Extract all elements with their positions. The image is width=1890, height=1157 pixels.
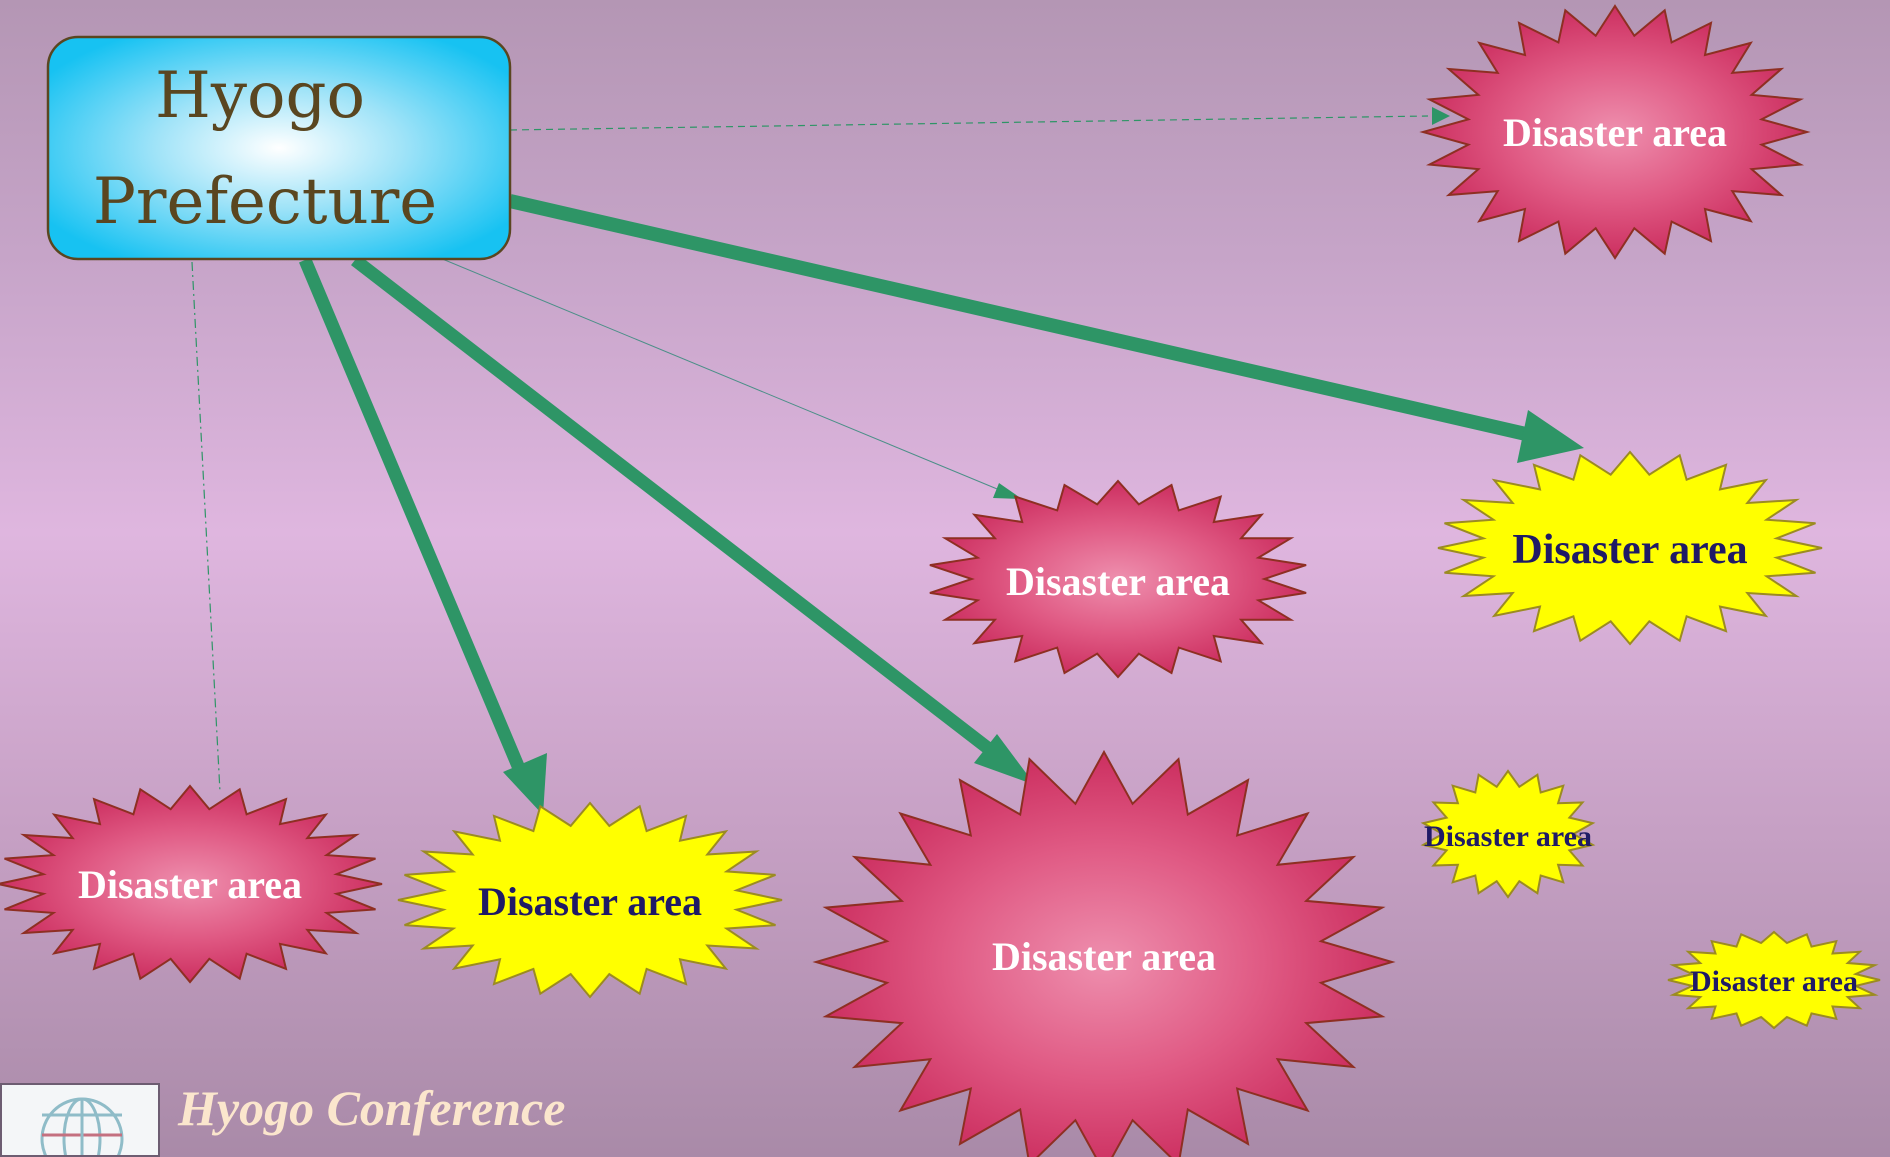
disaster-area-7: Disaster area [1420,769,1596,899]
disaster-area-label: Disaster area [1512,527,1747,573]
disaster-area-label: Disaster area [1503,110,1727,155]
disaster-area-5: Disaster area [397,801,783,999]
yellow-starburst [1437,450,1823,646]
yellow-starburst [397,801,783,999]
disaster-area-label: Disaster area [478,879,702,924]
prefecture-node: Hyogo Prefecture [46,35,512,261]
disaster-area-label: Disaster area [1690,965,1858,998]
thick-link-to-area-5 [299,257,524,769]
prefecture-label-line-1: Hyogo [155,59,365,133]
disaster-area-6: Disaster area [812,749,1396,1157]
thin-link-to-area-3 [439,257,1003,492]
conference-title: Hyogo Conference [178,1080,566,1136]
disaster-area-3: Disaster area [929,479,1307,679]
link-layer [191,107,1584,815]
globe-icon [40,1097,124,1155]
footer: Hyogo Conference [0,1083,800,1157]
arrowhead-icon [1432,107,1450,125]
thick-link-to-area-6 [351,254,993,755]
disaster-area-label: Disaster area [992,934,1216,979]
red-starburst [812,749,1396,1157]
thick-link-to-area-2 [508,194,1541,444]
red-starburst [0,784,383,984]
disaster-area-1: Disaster area [1419,4,1811,260]
yellow-starburst [1667,930,1881,1030]
disaster-area-label: Disaster area [1424,820,1592,853]
disaster-area-label: Disaster area [1006,559,1230,604]
conference-logo [0,1083,160,1157]
arrowhead-icon [974,734,1035,785]
arrowhead-icon [503,753,547,815]
dashed-link-to-area-1 [509,115,1429,131]
prefecture-box [46,35,512,261]
yellow-starburst [1420,769,1596,899]
dashed-link-to-area-4 [191,261,221,793]
arrowhead-icon [1517,410,1584,463]
disaster-area-2: Disaster area [1437,450,1823,646]
red-starburst [1419,4,1811,260]
arrowhead-icon [993,483,1022,499]
disaster-area-8: Disaster area [1667,930,1881,1030]
red-starburst [929,479,1307,679]
disaster-area-label: Disaster area [78,862,302,907]
prefecture-label-line-2: Prefecture [93,165,437,239]
disaster-area-4: Disaster area [0,784,383,984]
